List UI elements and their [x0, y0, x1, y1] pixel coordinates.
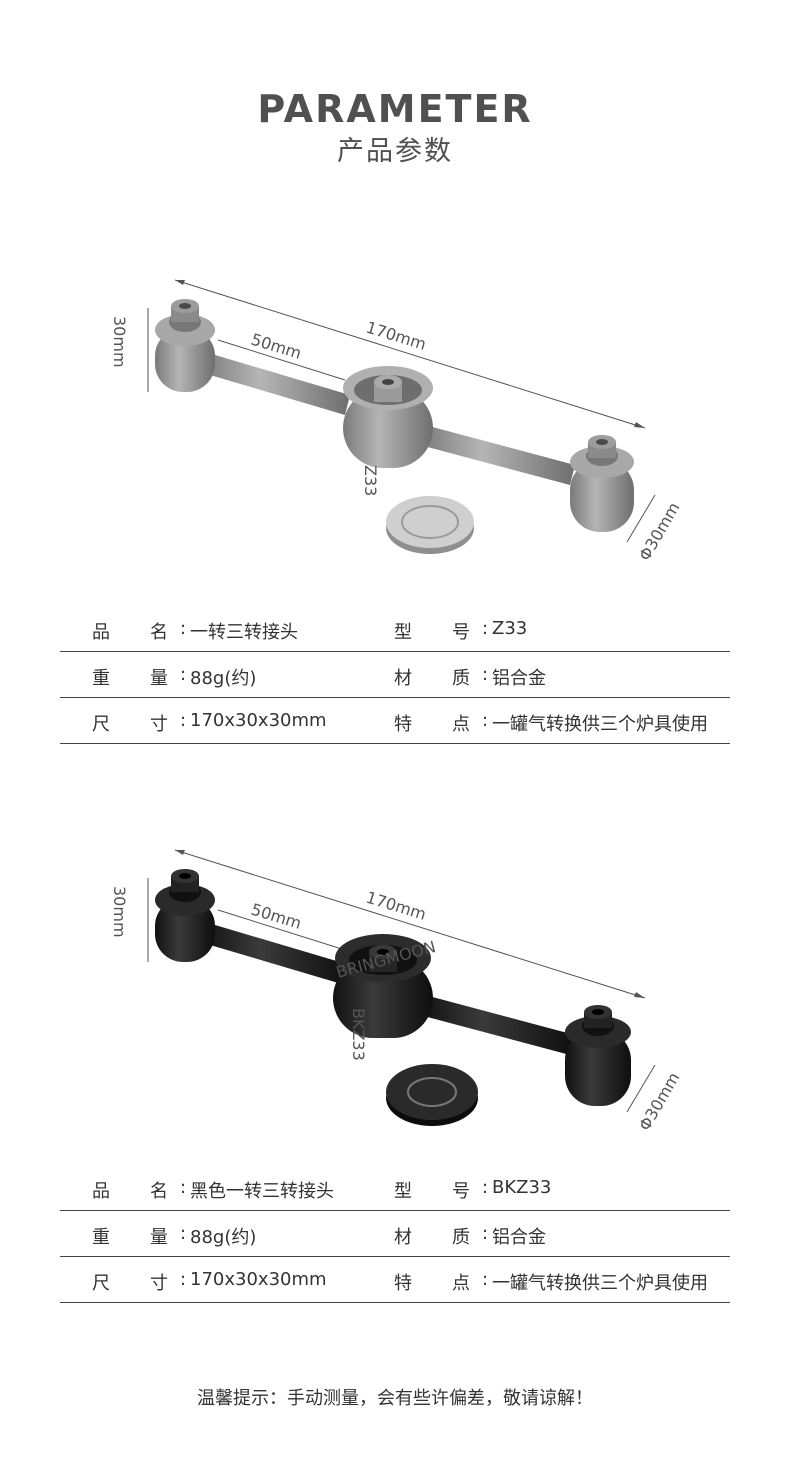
dim-length: 170mm	[364, 318, 429, 354]
spec-row: 品名: 一转三转接头 型号: Z33	[60, 606, 730, 652]
spec-value: 黑色一转三转接头	[190, 1181, 334, 1202]
dim-height: 30mm	[110, 316, 129, 368]
spec-value: Z33	[492, 618, 528, 639]
page-header: PARAMETER 产品参数	[0, 86, 790, 170]
spec-value: 一罐气转换供三个炉具使用	[492, 1273, 708, 1294]
spec-value: 铝合金	[492, 668, 546, 689]
engraving-bkz33: BKZ33	[349, 1008, 368, 1061]
spec-key: 品名	[92, 1181, 208, 1202]
product-illustration-silver: Z33 170mm 50mm 30mm Φ30mm	[0, 270, 790, 600]
spec-row: 重量: 88g(约) 材质: 铝合金	[60, 1211, 730, 1257]
page-title: PARAMETER	[257, 87, 533, 131]
spec-row: 尺寸: 170x30x30mm 特点: 一罐气转换供三个炉具使用	[60, 1257, 730, 1303]
dim-length: 170mm	[364, 888, 429, 924]
spec-key: 尺寸	[92, 1273, 208, 1294]
spec-value: BKZ33	[492, 1177, 552, 1198]
spec-row: 重量: 88g(约) 材质: 铝合金	[60, 652, 730, 698]
spec-key: 型号	[394, 1181, 510, 1202]
silver-adapter-drawing: Z33 170mm 50mm 30mm Φ30mm	[110, 279, 684, 564]
spec-key: 重量	[92, 1227, 208, 1248]
spec-value: 88g(约)	[190, 1227, 257, 1248]
spec-key: 重量	[92, 668, 208, 689]
spec-value: 170x30x30mm	[190, 1269, 327, 1290]
engraving-z33: Z33	[361, 465, 380, 496]
dim-diameter: Φ30mm	[635, 1069, 684, 1134]
spec-table-silver: 品名: 一转三转接头 型号: Z33 重量: 88g(约) 材质: 铝合金 尺寸…	[60, 606, 730, 744]
dim-diameter: Φ30mm	[635, 499, 684, 564]
spec-key: 型号	[394, 622, 510, 643]
spec-value: 铝合金	[492, 1227, 546, 1248]
black-adapter-drawing: BRINGMOON BKZ33 170mm 50mm 30mm Φ30mm	[110, 849, 684, 1134]
spec-key: 材质	[394, 668, 510, 689]
spec-row: 品名: 黑色一转三转接头 型号: BKZ33	[60, 1165, 730, 1211]
product-illustration-black: BRINGMOON BKZ33 170mm 50mm 30mm Φ30mm	[0, 840, 790, 1170]
spec-value: 170x30x30mm	[190, 710, 327, 731]
spec-key: 材质	[394, 1227, 510, 1248]
spec-value: 一转三转接头	[190, 622, 298, 643]
page-subtitle: 产品参数	[337, 136, 453, 167]
spec-key: 特点	[394, 1273, 510, 1294]
dim-height: 30mm	[110, 886, 129, 938]
spec-key: 尺寸	[92, 714, 208, 735]
spec-key: 品名	[92, 622, 208, 643]
spec-table-black: 品名: 黑色一转三转接头 型号: BKZ33 重量: 88g(约) 材质: 铝合…	[60, 1165, 730, 1303]
spec-value: 88g(约)	[190, 668, 257, 689]
spec-value: 一罐气转换供三个炉具使用	[492, 714, 708, 735]
footer-note: 温馨提示：手动测量，会有些许偏差，敬请谅解！	[197, 1388, 593, 1409]
spec-row: 尺寸: 170x30x30mm 特点: 一罐气转换供三个炉具使用	[60, 698, 730, 744]
spec-key: 特点	[394, 714, 510, 735]
